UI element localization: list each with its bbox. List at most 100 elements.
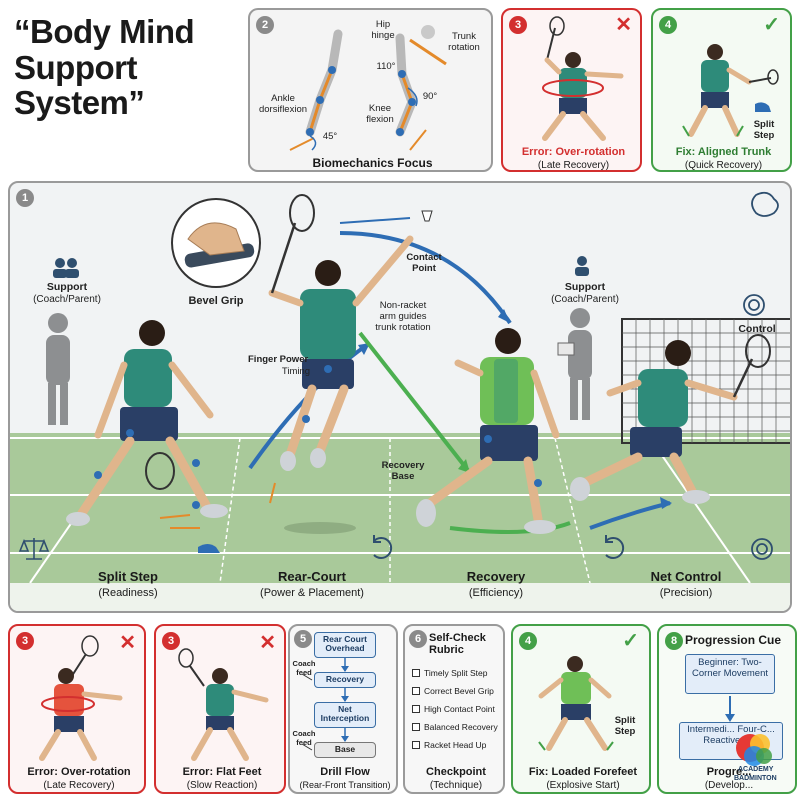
fix-subcaption: (Explosive Start): [546, 780, 620, 791]
academy-logo-mark: [736, 734, 772, 766]
bevel-grip-label: Bevel Grip: [188, 295, 244, 307]
academy-logo: ACADEMY BADMINTON: [728, 726, 794, 788]
checkpoint-subcaption: (Technique): [429, 780, 483, 791]
stage-recovery-name: Recovery: [466, 569, 526, 584]
error-caption: Error: Over-rotation: [27, 766, 131, 778]
stage-net-control-name: Net Control: [650, 569, 722, 584]
fix-loaded-forefeet-panel: 4 ✓ Split Step Fix: Loaded Forefeet (Exp…: [511, 624, 651, 794]
drill-box-recovery: Recovery: [314, 672, 376, 688]
biomechanics-figure: [289, 25, 447, 151]
error-subcaption: (Late Recovery): [43, 780, 115, 791]
knee-flexion-label: Knee flexion: [366, 103, 394, 125]
checkbox[interactable]: [412, 705, 420, 713]
recovery-base-label: Recovery Base: [381, 460, 425, 482]
error-overrotation-top-panel: 3 ✕ Error: Over-rotation (Late Recovery): [501, 8, 642, 172]
page-title: “Body Mind Support System”: [14, 13, 195, 122]
brain-icon: [751, 191, 779, 217]
panel-number-badge: 5: [294, 630, 312, 648]
angle-hip-label: 110°: [376, 61, 396, 72]
rubric-item[interactable]: Timely Split Step: [412, 668, 487, 678]
error-x-icon: ✕: [259, 632, 276, 654]
checkbox[interactable]: [412, 723, 420, 731]
error-overrotation-bottom-panel: 3 ✕ Error: Over-rotation (Late Recovery): [8, 624, 146, 794]
error-subcaption: (Late Recovery): [537, 160, 610, 171]
balance-scale-icon: [18, 538, 50, 560]
error-subcaption: (Slow Reaction): [186, 780, 258, 791]
court-scene: [10, 191, 790, 611]
academy-logo-text-1: ACADEMY: [738, 766, 774, 773]
stage-split-step-sub: (Readiness): [98, 587, 158, 599]
fix-caption: Fix: Loaded Forefeet: [528, 766, 638, 778]
panel-number-badge: 1: [16, 189, 34, 207]
academy-logo-text-2: BADMINTON: [734, 775, 777, 782]
support-left-sublabel: (Coach/Parent): [33, 294, 101, 305]
rubric-item[interactable]: High Contact Point: [412, 704, 495, 714]
progression-heading: Progression Cue: [685, 633, 782, 647]
hip-hinge-label: Hip hinge: [371, 19, 395, 41]
fix-check-icon: ✓: [763, 14, 780, 36]
ankle-dorsiflexion-label: Ankle dorsiflexion: [258, 93, 308, 115]
error-x-icon: ✕: [615, 14, 632, 36]
refresh-icon: [373, 535, 625, 559]
rubric-item[interactable]: Balanced Recovery: [412, 722, 498, 732]
fix-check-icon: ✓: [622, 630, 639, 652]
rubric-heading: Self-Check Rubric: [429, 632, 486, 657]
progression-caption: Progre...: [706, 766, 752, 778]
error-x-icon: ✕: [119, 632, 136, 654]
shoe-icon: [198, 544, 220, 553]
rubric-item[interactable]: Racket Head Up: [412, 740, 486, 750]
progression-subcaption: (Develop...: [704, 780, 754, 791]
panel-number-badge: 3: [162, 632, 180, 650]
panel-number-badge: 4: [659, 16, 677, 34]
checkbox[interactable]: [412, 687, 420, 695]
timing-label: Timing: [281, 366, 311, 377]
people-icon: [53, 256, 589, 278]
player-overrotation-figure: [39, 635, 123, 761]
fix-subcaption: (Quick Recovery): [684, 160, 763, 171]
fix-caption: Fix: Aligned Trunk: [675, 146, 772, 158]
control-label: Control: [738, 323, 776, 335]
player-aligned-figure: [682, 44, 779, 137]
panel-number-badge: 2: [256, 16, 274, 34]
player-flat-feet-figure: [178, 648, 269, 761]
checkbox[interactable]: [412, 669, 420, 677]
drill-box-overhead: Rear Court Overhead: [314, 632, 376, 658]
main-movement-panel: 1: [8, 181, 792, 613]
support-right-label: Support: [564, 281, 606, 293]
drill-box-interception: Net Interception: [314, 702, 376, 728]
drill-subcaption: (Rear-Front Transition): [299, 780, 391, 790]
finger-power-label: Finger Power: [248, 354, 309, 365]
stage-split-step-name: Split Step: [98, 569, 158, 584]
stage-rear-court-name: Rear-Court: [278, 569, 346, 584]
fix-aligned-trunk-panel: 4 ✓ Split Step Fix: Aligned Trunk (Quick…: [651, 8, 792, 172]
non-racket-arm-label: Non-racket arm guides trunk rotation: [375, 300, 431, 333]
split-step-label: Split Step: [753, 119, 775, 141]
coach-feed-label-2: Coach feed: [292, 729, 316, 747]
trunk-rotation-label: Trunk rotation: [448, 31, 480, 53]
panel-number-badge: 8: [665, 632, 683, 650]
support-right-sublabel: (Coach/Parent): [551, 294, 619, 305]
drill-box-base: Base: [314, 742, 376, 758]
player-forefeet-figure: [538, 656, 614, 751]
panel-number-badge: 3: [16, 632, 34, 650]
stage-net-control-sub: (Precision): [659, 587, 713, 599]
player-overrotation-figure: [542, 16, 624, 141]
drill-arrows: [301, 658, 349, 751]
coach-feed-label-1: Coach feed: [292, 659, 316, 677]
split-step-label: Split Step: [614, 715, 636, 737]
panel-number-badge: 3: [509, 16, 527, 34]
rubric-item[interactable]: Correct Bevel Grip: [412, 686, 494, 696]
beginner-box: Beginner: Two-Corner Movement: [685, 654, 775, 694]
checkpoint-caption: Checkpoint: [426, 766, 486, 778]
biomechanics-panel: 2 Hip hinge Trunk rotation 110° Ankle do…: [248, 8, 493, 172]
support-left-label: Support: [46, 281, 88, 293]
angle-ankle-label: 45°: [322, 131, 338, 142]
checkbox[interactable]: [412, 741, 420, 749]
biomechanics-caption: Biomechanics Focus: [312, 156, 433, 170]
panel-number-badge: 6: [409, 630, 427, 648]
error-caption: Error: Over-rotation: [521, 146, 626, 158]
progression-arrow: [725, 696, 735, 722]
error-caption: Error: Flat Feet: [182, 766, 262, 778]
panel-number-badge: 4: [519, 632, 537, 650]
self-check-rubric-panel: 6 Self-Check Rubric Checkpoint (Techniqu…: [403, 624, 505, 794]
